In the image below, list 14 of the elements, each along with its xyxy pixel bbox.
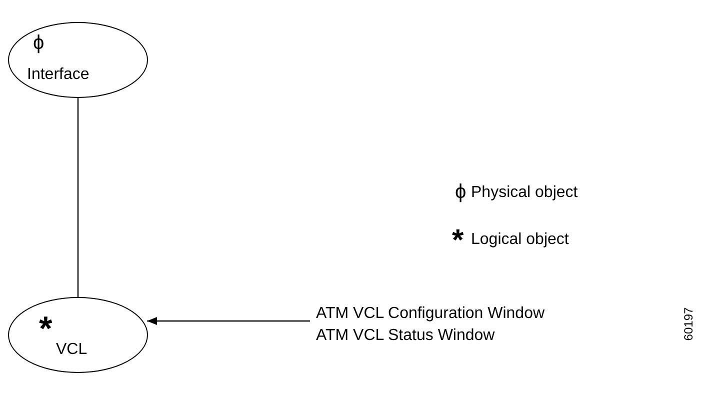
legend-text: Logical object (471, 232, 569, 248)
ellipse-node (8, 297, 148, 373)
ellipse-node (8, 22, 148, 98)
figure-number: 60197 (682, 307, 695, 341)
node-label: VCL (56, 342, 88, 358)
node-label: Interface (27, 67, 90, 83)
physical-symbol: ϕ (455, 182, 466, 202)
legend-text: Physical object (471, 185, 578, 201)
window-list-text: ATM VCL Configuration Window ATM VCL Status Window (316, 304, 546, 346)
logical-symbol: * (452, 226, 464, 256)
logical-symbol: * (39, 312, 52, 346)
arrow (147, 317, 310, 325)
connector-line (77, 98, 79, 297)
physical-symbol: ϕ (33, 33, 44, 53)
